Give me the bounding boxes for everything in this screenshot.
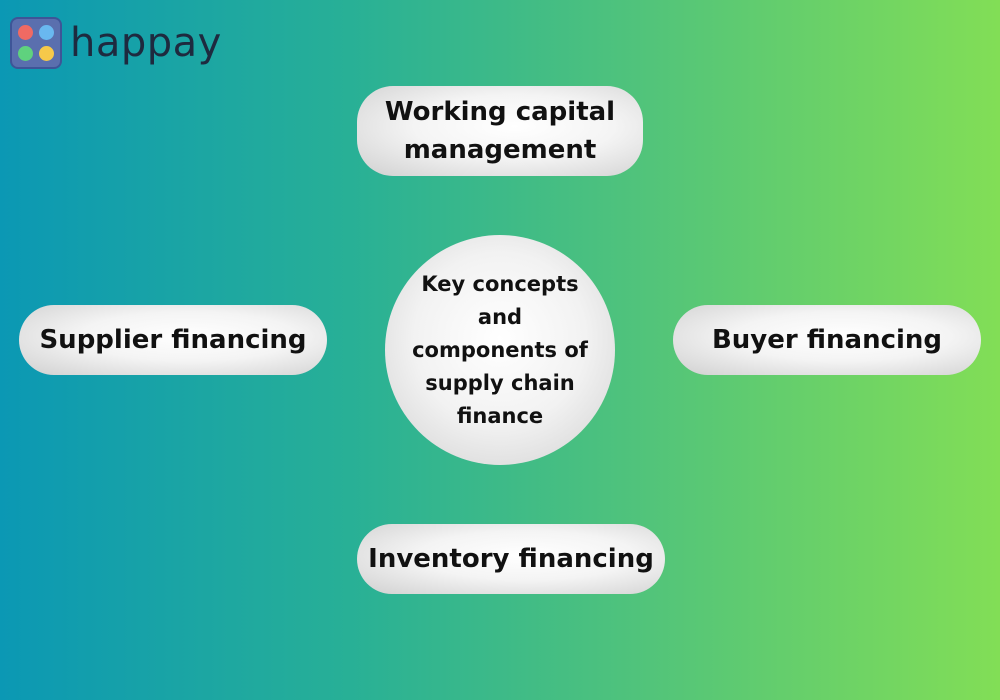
center-label-line: finance bbox=[456, 403, 544, 428]
node-label-line: Supplier financing bbox=[39, 325, 307, 355]
node-buyer-financing: Buyer financing bbox=[673, 305, 981, 375]
node-label-line: management bbox=[403, 135, 597, 165]
center-label-line: components of bbox=[412, 337, 588, 362]
node-label-line: Inventory financing bbox=[368, 544, 654, 574]
logo-dot-yellow bbox=[39, 46, 54, 61]
central-concept-node: Key concepts and components of supply ch… bbox=[385, 235, 615, 465]
center-label-line: Key concepts bbox=[421, 271, 579, 296]
logo-dot-green bbox=[18, 46, 33, 61]
center-label-line: supply chain bbox=[425, 370, 575, 395]
logo-dot-red bbox=[18, 25, 33, 40]
node-label-line: Buyer financing bbox=[711, 325, 943, 355]
node-working-capital-management: Working capital management bbox=[357, 86, 643, 176]
logo-dot-blue bbox=[39, 25, 54, 40]
brand-name: happay bbox=[70, 20, 222, 66]
node-label-line: Working capital bbox=[384, 97, 616, 127]
four-dot-logo-icon bbox=[10, 17, 62, 69]
node-inventory-financing: Inventory financing bbox=[357, 524, 665, 594]
center-label-line: and bbox=[477, 304, 523, 329]
node-supplier-financing: Supplier financing bbox=[19, 305, 327, 375]
happay-logo: happay bbox=[10, 16, 222, 70]
